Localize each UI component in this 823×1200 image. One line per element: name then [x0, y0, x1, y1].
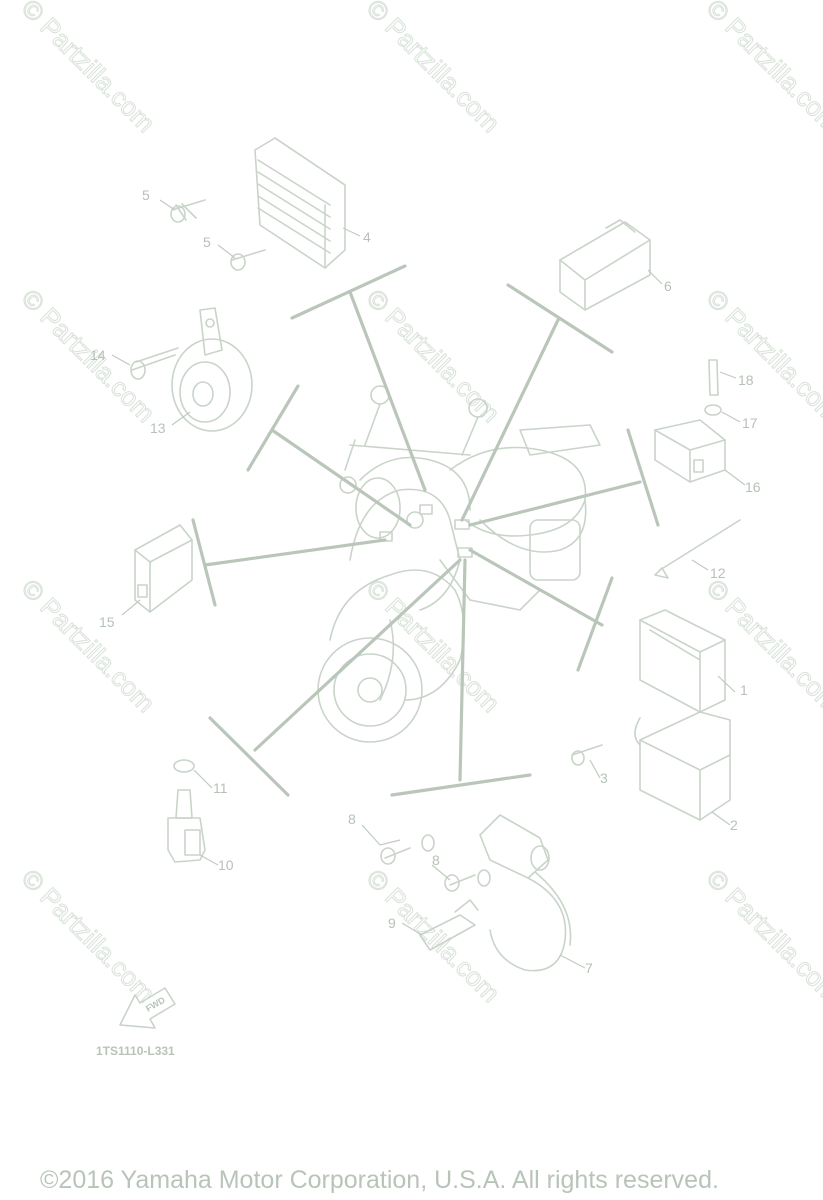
label-part-4: 4: [363, 229, 371, 245]
watermark: © Partzilla.com: [16, 0, 161, 138]
part-8-bolt: [380, 834, 491, 892]
label-part-8b: 8: [432, 852, 440, 868]
label-part-6: 6: [664, 278, 672, 294]
label-part-9: 9: [388, 915, 396, 931]
part-12-cable-tie: [654, 519, 741, 579]
watermark: © Partzilla.com: [16, 863, 161, 1008]
part-16-sensor: [654, 419, 726, 483]
leader-lines: [111, 199, 746, 969]
label-part-8a: 8: [348, 811, 356, 827]
label-part-15: 15: [99, 614, 115, 630]
watermark: © Partzilla.com: [701, 863, 823, 1008]
label-part-12: 12: [710, 565, 726, 581]
label-part-1: 1: [740, 682, 748, 698]
label-part-14: 14: [90, 347, 106, 363]
watermark: © Partzilla.com: [701, 0, 823, 138]
part-13-horn: [171, 307, 253, 432]
part-14-bolt: [130, 347, 179, 380]
part-15-relay: [134, 524, 193, 613]
watermark: © Partzilla.com: [361, 863, 506, 1008]
copyright-notice: ©2016 Yamaha Motor Corporation, U.S.A. A…: [40, 1166, 719, 1194]
watermark: © Partzilla.com: [701, 573, 823, 718]
label-part-17: 17: [742, 415, 758, 431]
label-part-13: 13: [150, 420, 166, 436]
label-part-16: 16: [745, 479, 761, 495]
scooter-illustration: [317, 385, 601, 743]
label-part-11: 11: [213, 780, 228, 796]
part-2-bracket: [634, 711, 731, 821]
watermarks: © Partzilla.com © Partzilla.com © Partzi…: [15, 0, 823, 1009]
part-7-ignition-coil: [479, 814, 572, 972]
watermark: © Partzilla.com: [361, 283, 506, 428]
part-number-labels: 1 2 3 4 5 5 6 7 8 8 9 10 11 12 13 14 15 …: [90, 187, 761, 976]
part-3-screw: [571, 744, 603, 766]
label-part-18: 18: [738, 372, 754, 388]
part-18-bolt: [708, 359, 719, 396]
part-17-washer: [704, 404, 722, 416]
watermark: © Partzilla.com: [16, 283, 161, 428]
part-9-plug-cap: [419, 899, 479, 951]
callout-lines: [191, 264, 660, 797]
part-4-rectifier-regulator: [254, 137, 346, 269]
part-10-switch: [167, 789, 206, 863]
label-part-7: 7: [585, 960, 593, 976]
label-part-3: 3: [600, 770, 608, 786]
label-part-10: 10: [218, 857, 234, 873]
part-5-bolt: [170, 199, 266, 271]
part-6-coupler: [559, 219, 651, 311]
label-part-5b: 5: [203, 234, 211, 250]
watermark: © Partzilla.com: [361, 0, 506, 138]
diagram-code: 1TS1110-L331: [96, 1044, 175, 1058]
watermark: © Partzilla.com: [16, 573, 161, 718]
label-part-2: 2: [730, 817, 738, 833]
part-11-washer: [173, 759, 195, 773]
part-1-ignitor-unit: [639, 609, 726, 713]
label-part-5a: 5: [142, 187, 150, 203]
